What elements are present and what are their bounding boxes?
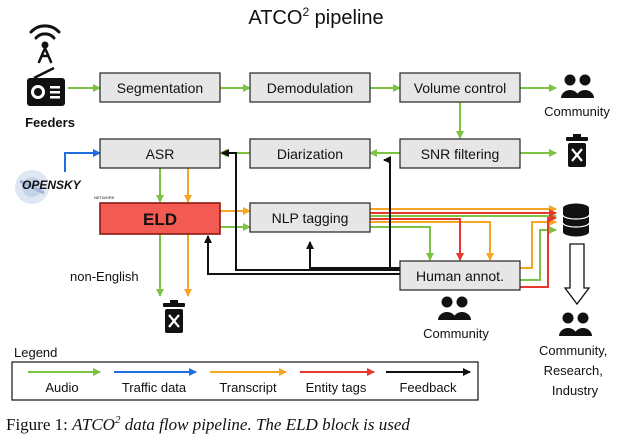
antenna-icon [29, 24, 61, 64]
arrow-human-eld-feedback [204, 235, 400, 275]
legend-label-feedback: Feedback [399, 380, 457, 395]
box-diarization: Diarization [249, 138, 371, 169]
arrow-human-db-transcript [520, 218, 557, 269]
arrow-human-db-entity [520, 214, 557, 288]
non-english-label: non-English [70, 269, 139, 284]
arrow-nlp-human-entity [370, 218, 464, 261]
svg-text:Volume control: Volume control [414, 80, 507, 96]
legend-labels: Audio Traffic data Transcript Entity tag… [45, 380, 457, 395]
svg-text:Demodulation: Demodulation [267, 80, 353, 96]
arrow-opensky-asr [64, 149, 101, 172]
community-output-icon [559, 312, 592, 336]
box-segmentation: Segmentation [99, 72, 221, 103]
legend-label-transcript: Transcript [219, 380, 277, 395]
legend-title: Legend [14, 345, 57, 360]
connections [64, 84, 591, 306]
svg-text:ASR: ASR [146, 146, 175, 162]
community-top-label: Community [544, 104, 610, 119]
box-snr-filtering: SNR filtering [399, 138, 521, 169]
trash-bottom-icon [163, 300, 185, 333]
opensky-logo-subtext: NETWORK [94, 195, 115, 200]
arrow-nlp-human-transcript [370, 221, 494, 261]
svg-text:ELD: ELD [143, 210, 177, 229]
arrow-db-outputs [563, 243, 591, 306]
figure-caption: Figure 1: ATCO2 data flow pipeline. The … [6, 414, 410, 434]
arrow-human-db-audio [520, 226, 557, 281]
diagram-title: ATCO2 pipeline [248, 5, 383, 29]
svg-text:Diarization: Diarization [277, 146, 343, 162]
community-mid-label: Community [423, 326, 489, 341]
svg-text:Human annot.: Human annot. [416, 268, 504, 284]
arrow-human-diarization-feedback [383, 156, 391, 270]
box-human-annot: Human annot. [399, 260, 521, 291]
community-mid-icon [438, 296, 471, 320]
opensky-logo-text: OPENSKY [22, 178, 82, 192]
legend-label-entity: Entity tags [306, 380, 367, 395]
outputs-label: Community, Research, Industry [539, 343, 611, 398]
legend-label-audio: Audio [45, 380, 78, 395]
box-volume-control: Volume control [399, 72, 521, 103]
box-asr: ASR [99, 138, 221, 169]
feeders-label: Feeders [25, 115, 75, 130]
arrow-human-nlp-feedback [306, 241, 400, 269]
community-top-icon [561, 74, 594, 98]
svg-text:SNR filtering: SNR filtering [421, 146, 500, 162]
database-icon [562, 203, 590, 237]
box-demodulation: Demodulation [249, 72, 371, 103]
radio-icon [27, 66, 65, 106]
box-nlp-tagging: NLP tagging [249, 202, 371, 233]
legend-box [11, 361, 479, 401]
svg-text:Segmentation: Segmentation [117, 80, 203, 96]
box-eld: ELD [99, 202, 221, 235]
legend-label-traffic: Traffic data [122, 380, 187, 395]
svg-text:NLP tagging: NLP tagging [272, 210, 349, 226]
trash-top-icon [566, 134, 588, 167]
arrow-human-asr-feedback [221, 149, 400, 271]
opensky-logo: OPENSKY NETWORK [15, 170, 115, 204]
arrow-nlp-human-audio [370, 226, 434, 261]
